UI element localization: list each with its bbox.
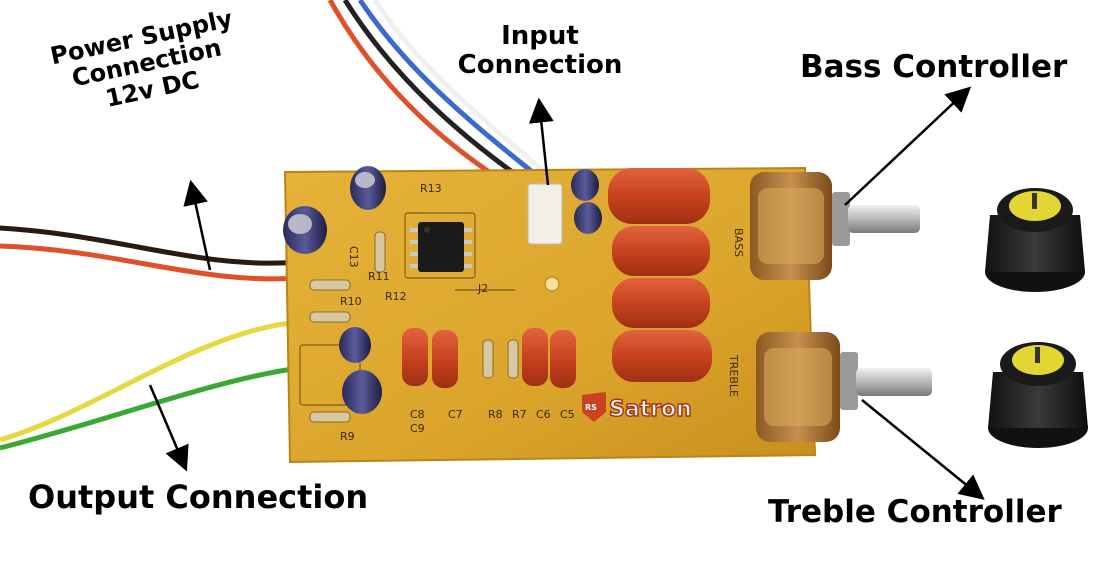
input-label-line-2: Connection [457,49,623,80]
arrow-power [183,179,212,271]
pcb-silkscreen-labels: R13 C13 R11 R12 R10 J2 BASS TREBLE C8 C9… [340,182,745,443]
knob-lower [988,342,1088,448]
bass-controller-label: Bass Controller [800,49,1068,85]
arrow-bass [844,86,972,206]
svg-text:R13: R13 [420,182,442,195]
output-connection-label: Output Connection [28,478,369,516]
svg-text:R10: R10 [340,295,362,308]
svg-text:R11: R11 [368,270,390,283]
arrow-output [148,384,189,472]
resistors [309,231,519,423]
svg-text:BASS: BASS [732,228,745,257]
svg-text:TREBLE: TREBLE [727,354,740,397]
arrow-input [528,97,554,186]
film-capacitors [402,168,712,388]
svg-text:R9: R9 [340,430,355,443]
bass-potentiometer [750,172,920,280]
svg-text:J2: J2 [477,282,488,295]
treble-potentiometer [756,332,932,442]
input-label-line-1: Input [501,21,579,51]
annotation-arrows [148,86,985,500]
electrolytic-capacitors [283,166,602,414]
knob-upper [985,188,1085,292]
ic-chip [410,222,472,272]
power-wires [0,225,301,282]
svg-text:RS: RS [585,403,597,412]
output-wires [0,319,301,451]
treble-controller-label: Treble Controller [768,494,1062,530]
svg-text:C8: C8 [410,408,425,421]
input-connector [527,183,563,245]
svg-text:C6: C6 [536,408,551,421]
svg-text:C5: C5 [560,408,575,421]
input-connection-label: Input Connection [440,22,640,79]
svg-text:C7: C7 [448,408,463,421]
svg-text:C13: C13 [347,246,360,268]
svg-text:C9: C9 [410,422,425,435]
svg-text:R8: R8 [488,408,503,421]
svg-text:R12: R12 [385,290,407,303]
svg-text:R7: R7 [512,408,527,421]
arrow-treble [861,399,985,500]
svg-text:Satron: Satron [609,397,692,422]
satron-logo: RS Satron [582,392,693,423]
